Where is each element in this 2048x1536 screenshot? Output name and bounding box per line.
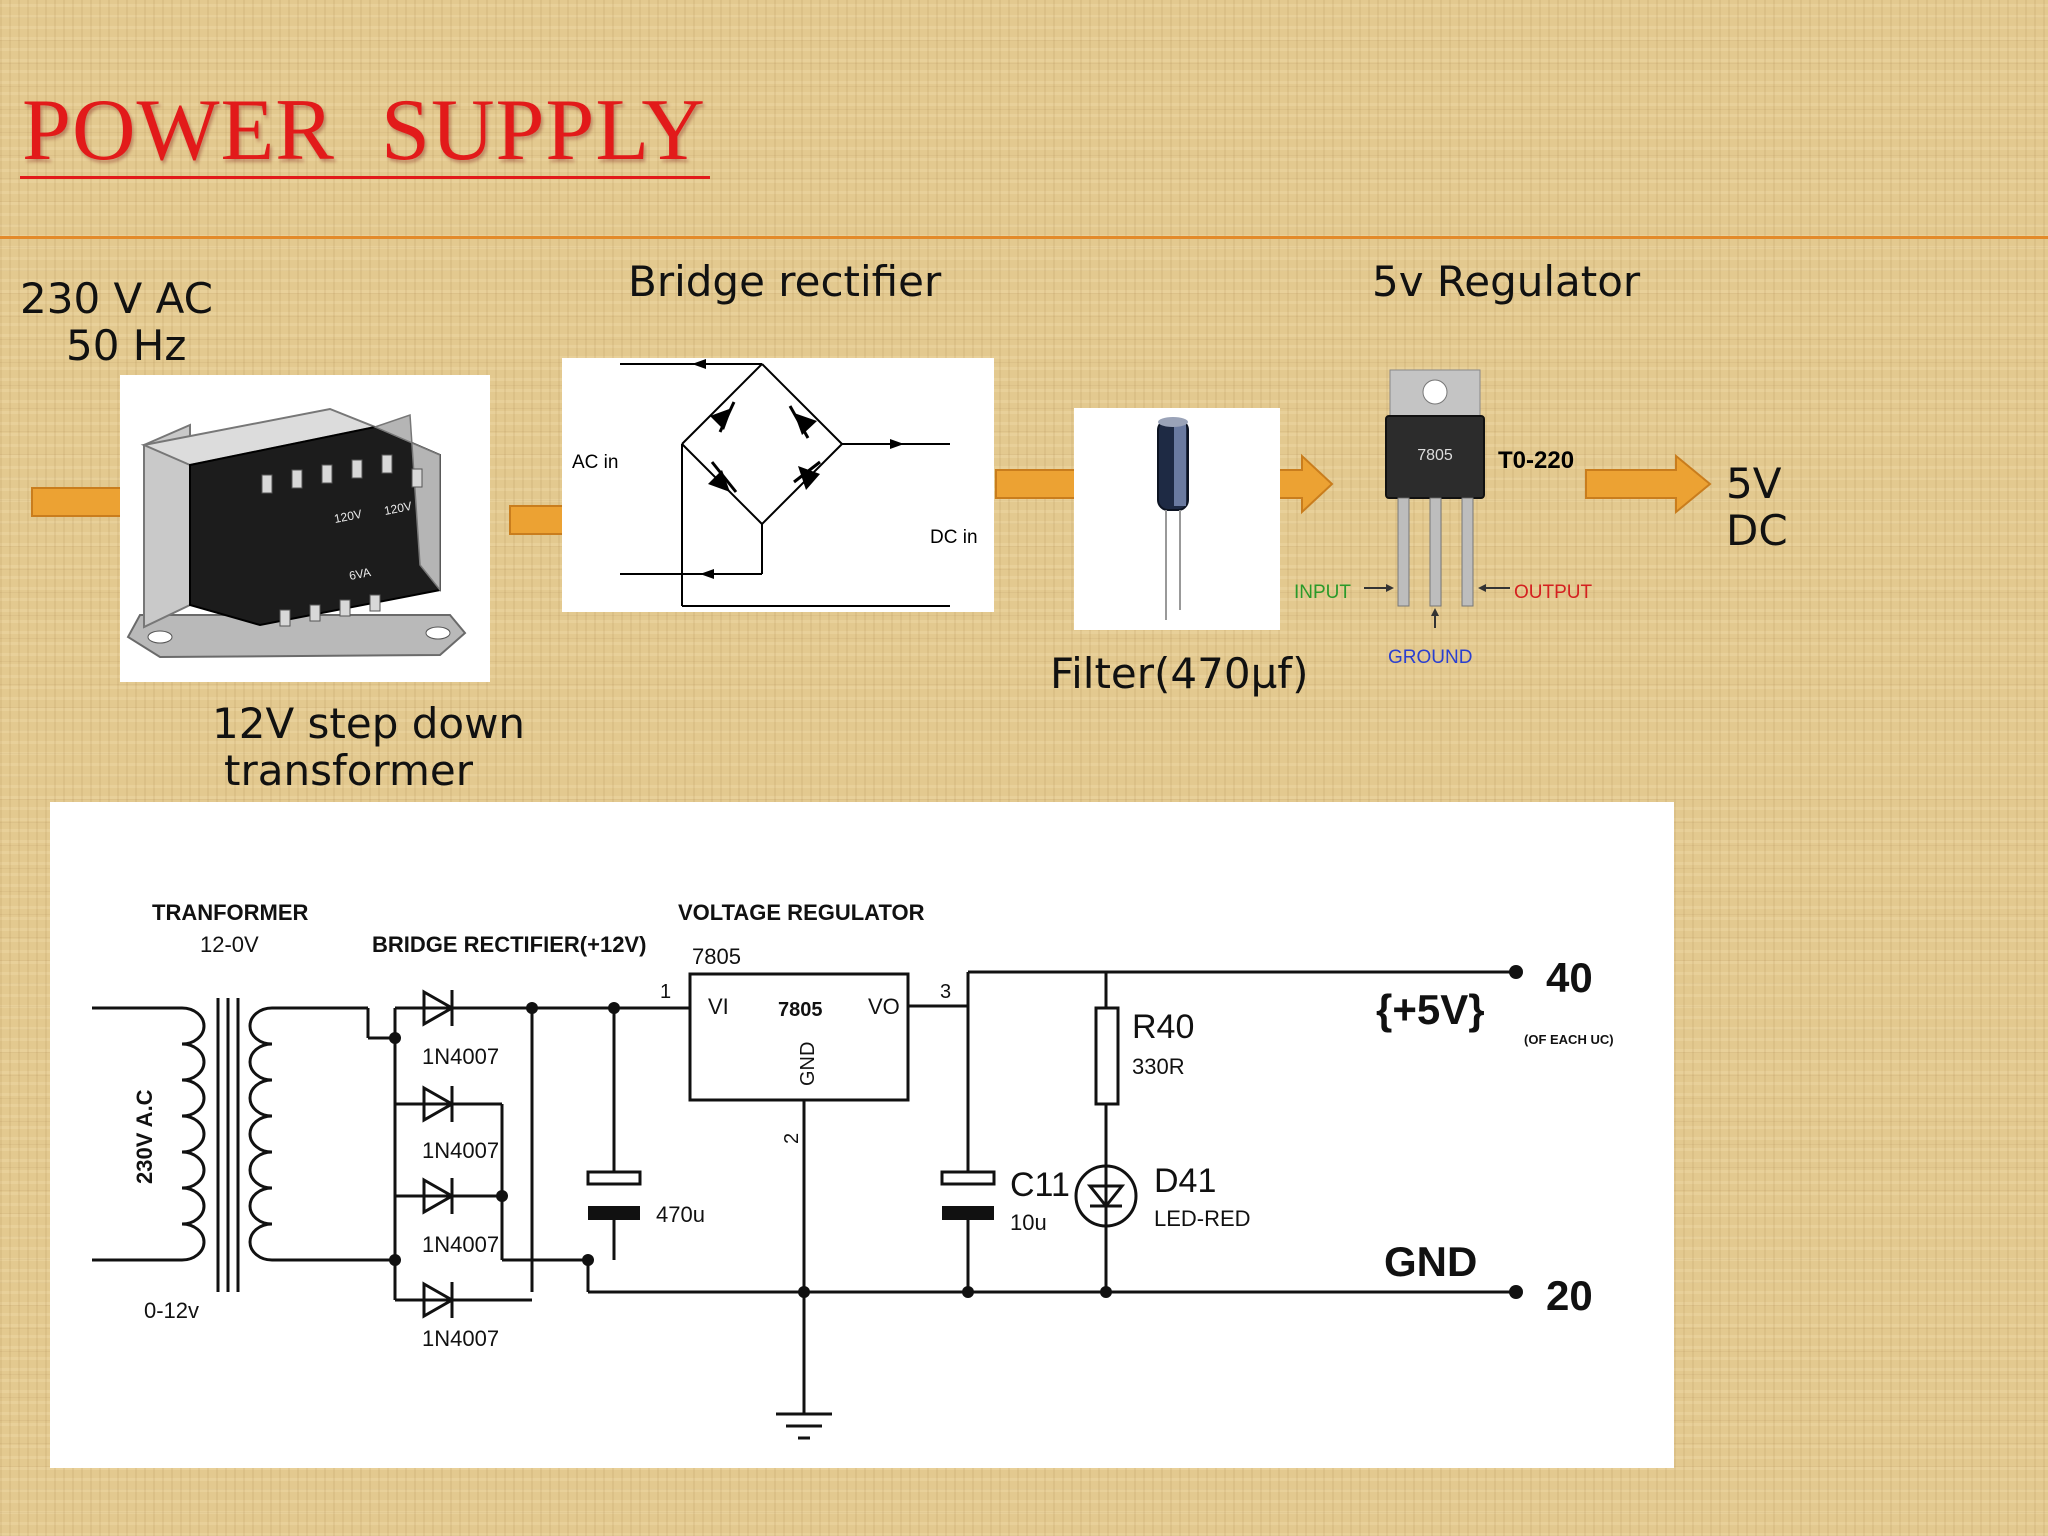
dc-in-label: DC in xyxy=(930,527,978,548)
resistor-value-label: 330R xyxy=(1132,1054,1185,1079)
pin-gnd-label: GND xyxy=(797,1042,819,1086)
note-label: (OF EACH UC) xyxy=(1524,1032,1614,1047)
output-line2: DC xyxy=(1726,506,1788,556)
pin3-label: 3 xyxy=(940,981,951,1003)
regulator-chip-label: 7805 xyxy=(778,999,823,1021)
primary-voltage-label: 230V A.C xyxy=(132,1089,157,1184)
bridge-rectifier-figure: AC in DC in xyxy=(562,358,994,612)
transformer-line2: transformer xyxy=(224,746,474,796)
title-underline xyxy=(20,176,710,179)
pin-vo-label: VO xyxy=(868,994,900,1019)
transformer-marking-120v-2: 120V xyxy=(383,499,413,518)
regulator-title: VOLTAGE REGULATOR xyxy=(678,900,925,925)
transformer-marking-6va: 6VA xyxy=(348,565,372,583)
rectifier-title: BRIDGE RECTIFIER(+12V) xyxy=(372,932,646,957)
diode-label: 1N4007 xyxy=(422,1326,499,1351)
cap1-value-label: 470u xyxy=(656,1202,705,1227)
transformer-image: 120V 120V 6VA xyxy=(120,375,490,682)
diode-label: 1N4007 xyxy=(422,1044,499,1069)
schematic-panel: TRANFORMER 12-0V 230V A.C 0-12v BRIDGE R… xyxy=(50,802,1674,1468)
led-value-label: LED-RED xyxy=(1154,1206,1251,1231)
pin2-label: 2 xyxy=(781,1133,803,1144)
diode-label: 1N4007 xyxy=(422,1138,499,1163)
ac-input-line1: 230 V AC xyxy=(20,274,213,323)
cap2-name-label: C11 xyxy=(1010,1166,1070,1204)
led-name-label: D41 xyxy=(1154,1162,1216,1200)
page-title: POWER SUPPLY xyxy=(22,82,706,179)
output-pin-label: OUTPUT xyxy=(1514,582,1593,603)
ac-in-label: AC in xyxy=(572,452,618,473)
arrow-icon xyxy=(1585,453,1712,515)
pin20-label: 20 xyxy=(1546,1272,1593,1319)
regulator-part-label: 7805 xyxy=(692,944,741,969)
cap2-value-label: 10u xyxy=(1010,1210,1047,1235)
transformer-rating: 12-0V xyxy=(200,932,259,957)
transformer-title: TRANFORMER xyxy=(152,900,309,925)
resistor-name-label: R40 xyxy=(1132,1008,1194,1046)
transformer-line1: 12V step down xyxy=(212,700,526,748)
divider-rule xyxy=(0,236,2048,239)
transformer-marking-120v: 120V xyxy=(333,507,363,526)
input-pin-label: INPUT xyxy=(1294,582,1351,603)
package-label: T0-220 xyxy=(1498,447,1574,474)
regulator-label: 5v Regulator xyxy=(1372,257,1641,306)
pin40-label: 40 xyxy=(1546,954,1593,1001)
regulator-chip-label: 7805 xyxy=(1417,447,1453,464)
ground-pin-label: GROUND xyxy=(1388,647,1472,668)
regulator-image: 7805 T0-220 INPUT OUTPUT GROUND xyxy=(1294,369,1593,668)
vplus-label: {+5V} xyxy=(1376,986,1485,1033)
ac-input-line2: 50 Hz xyxy=(66,321,187,371)
secondary-voltage-label: 0-12v xyxy=(144,1298,199,1323)
schematic-diagram: TRANFORMER 12-0V 230V A.C 0-12v BRIDGE R… xyxy=(92,900,1614,1440)
bridge-rectifier-label: Bridge rectifier xyxy=(628,257,942,306)
pin1-label: 1 xyxy=(660,981,671,1003)
filter-label: Filter(470µf) xyxy=(1050,649,1309,698)
gnd-label: GND xyxy=(1384,1238,1477,1285)
pin-vi-label: VI xyxy=(708,994,729,1019)
capacitor-image xyxy=(1074,408,1280,630)
diode-label: 1N4007 xyxy=(422,1232,499,1257)
output-line1: 5V xyxy=(1726,459,1782,508)
